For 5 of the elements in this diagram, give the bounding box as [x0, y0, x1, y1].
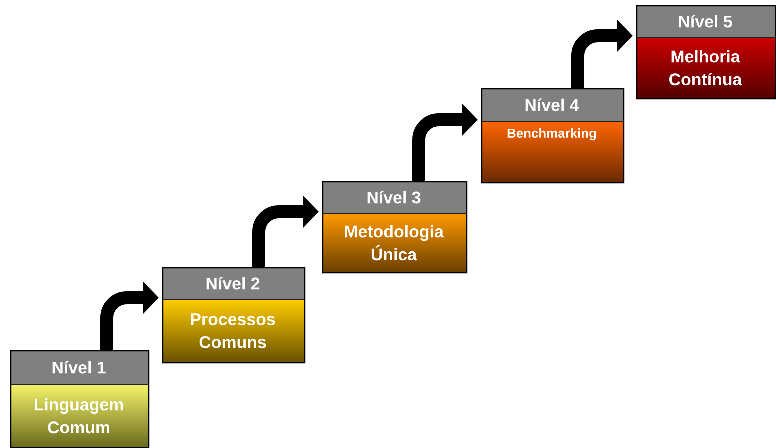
level-box: Nível 4 Benchmarking	[480, 88, 625, 184]
level-box: Nível 2 Processos Comuns	[162, 266, 306, 364]
level-box: Nível 5 Melhoria Contínua	[636, 4, 776, 100]
level-box: Nível 1 Linguagem Comum	[10, 350, 150, 448]
level-box: Nível 3 Metodologia Única	[322, 180, 468, 274]
